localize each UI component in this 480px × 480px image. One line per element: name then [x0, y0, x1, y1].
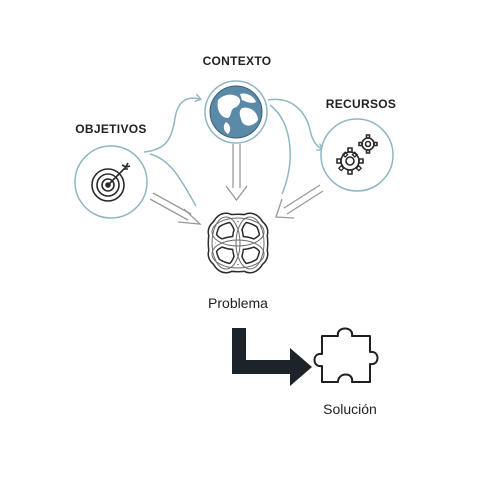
arrow-objetivos-to-problema	[149, 192, 202, 225]
label-problema: Problema	[208, 295, 268, 311]
connector-recursos-problema-curve	[269, 104, 291, 195]
gears-icon	[336, 134, 378, 175]
label-recursos: RECURSOS	[325, 97, 397, 111]
arrow-problema-to-solucion	[232, 328, 312, 386]
connector-objetivos-contexto	[143, 98, 200, 153]
node-objetivos	[74, 145, 148, 219]
globe-icon	[209, 85, 263, 139]
arrow-recursos-to-problema	[275, 184, 324, 219]
label-solucion: Solución	[323, 401, 377, 417]
target-icon	[91, 162, 131, 202]
connector-contexto-recursos	[267, 98, 322, 149]
connector-objetivos-problema-curve	[149, 153, 197, 207]
node-recursos	[320, 118, 394, 192]
label-objetivos: OBJETIVOS	[75, 122, 147, 136]
arrow-contexto-to-problema	[225, 144, 248, 202]
label-contexto: CONTEXTO	[202, 54, 272, 68]
node-contexto	[204, 80, 268, 144]
puzzle-piece-icon	[313, 327, 379, 383]
knot-icon	[207, 212, 269, 274]
